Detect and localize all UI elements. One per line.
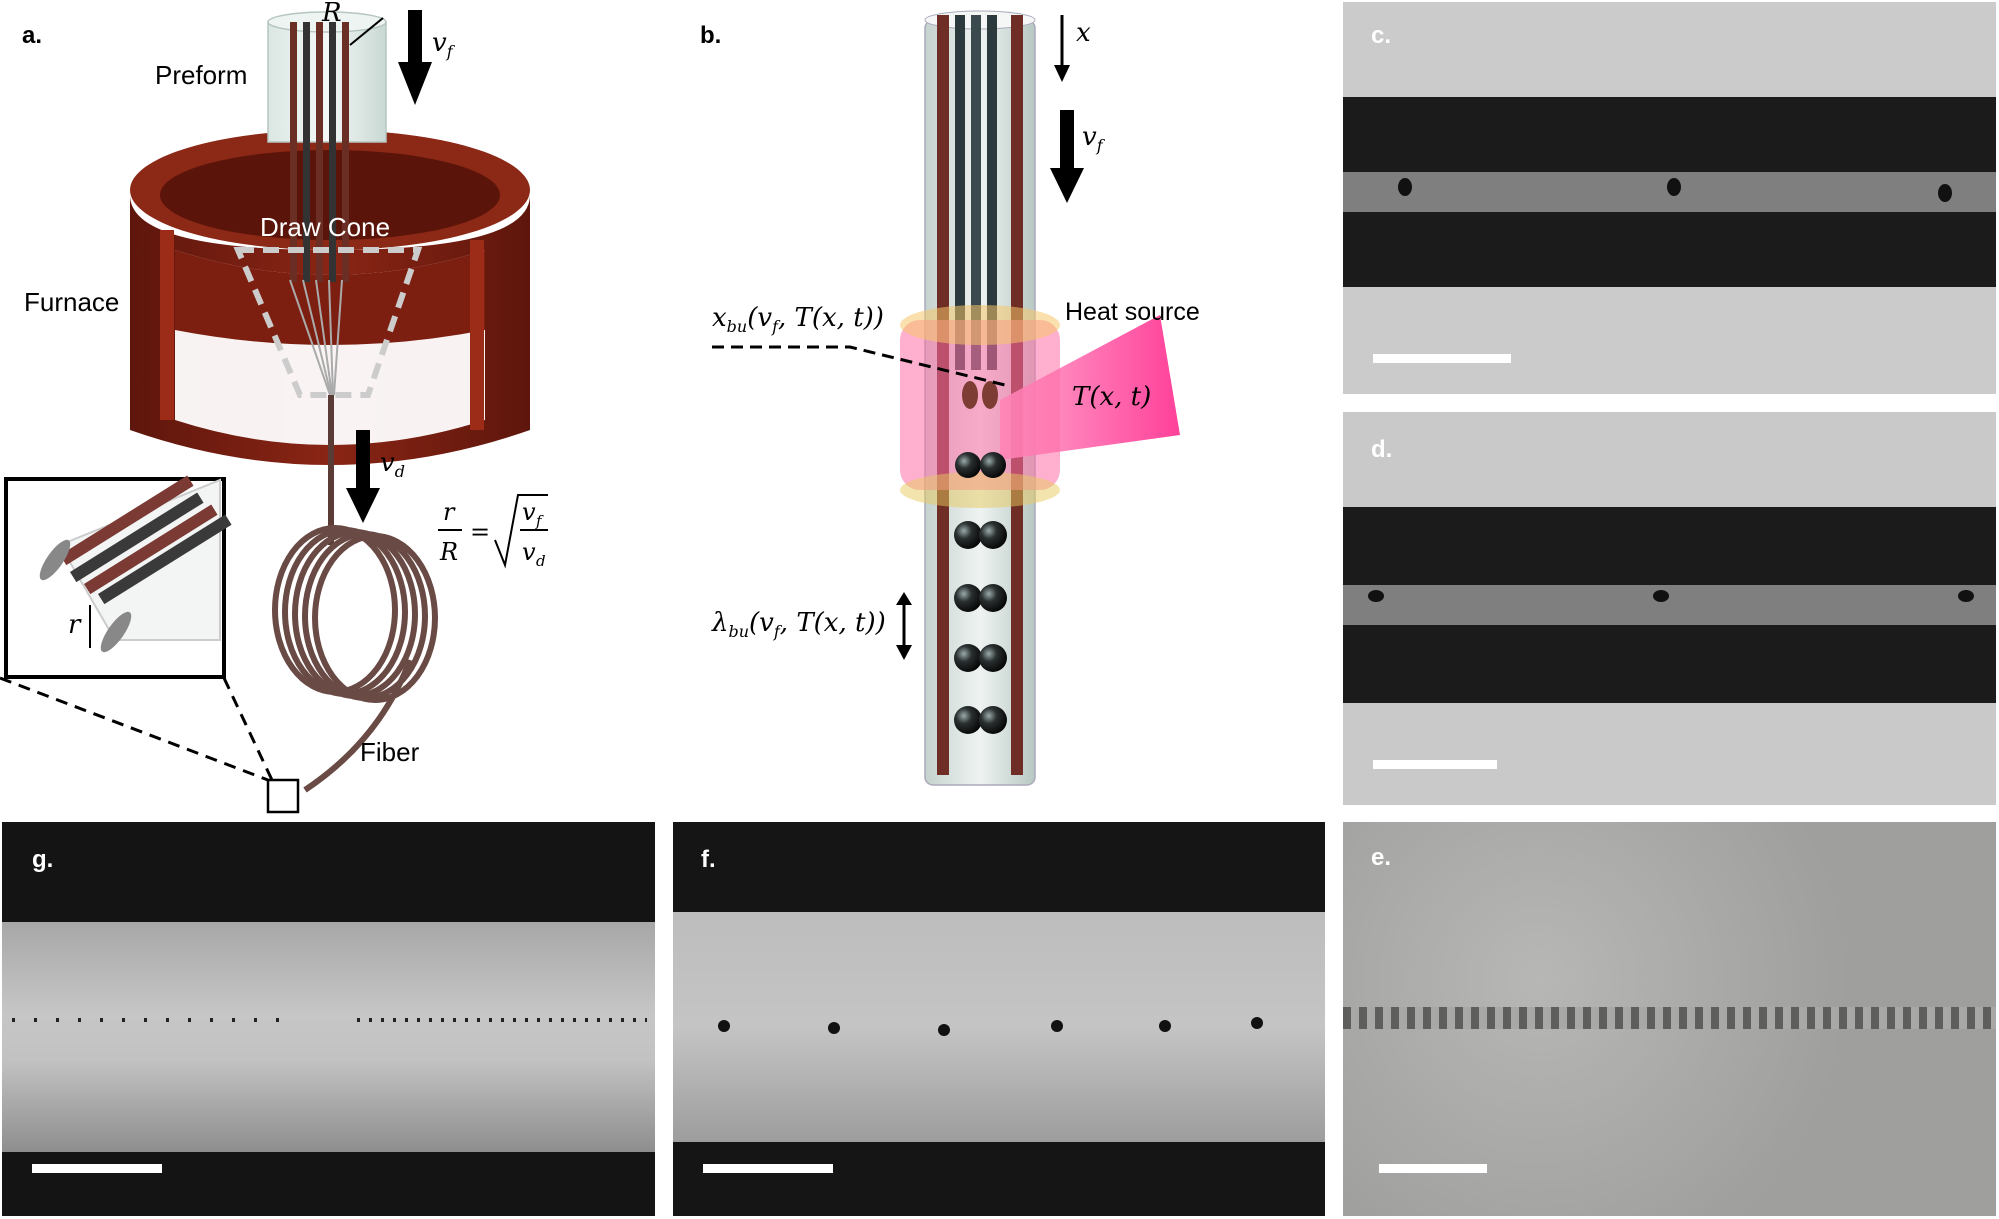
label-lambda-bu: λbu(vf, T(x, t))	[712, 608, 886, 642]
panel-label-d: d.	[1371, 436, 1393, 463]
sphere	[1251, 1017, 1263, 1029]
sphere	[1938, 184, 1952, 202]
sphere-chain	[357, 1018, 647, 1022]
sphere	[828, 1022, 840, 1034]
svg-text:v: v	[522, 538, 536, 566]
sphere	[718, 1020, 730, 1032]
panel-label-c: c.	[1371, 22, 1392, 49]
label-vd-a: vd	[380, 448, 405, 482]
panel-label-f: f.	[701, 846, 716, 873]
sphere	[1667, 178, 1681, 196]
label-fiber: Fiber	[360, 737, 420, 767]
micrograph-d: d.	[1343, 412, 1996, 805]
panel-label-e: e.	[1371, 844, 1392, 871]
label-x: x	[1076, 18, 1091, 48]
heat-zone	[900, 320, 1060, 490]
panel-label-g: g.	[32, 846, 54, 873]
arrow-vf-b	[1050, 110, 1084, 203]
panel-label-b: b.	[700, 22, 722, 49]
arrow-lambda	[896, 592, 912, 660]
label-draw-cone: Draw Cone	[260, 212, 391, 242]
svg-text:R: R	[439, 538, 458, 566]
preform	[267, 21, 387, 143]
svg-text:v: v	[522, 498, 536, 526]
sphere-pair	[1653, 590, 1669, 602]
preform-rods	[290, 22, 349, 282]
label-x-bu: xbu(vf, T(x, t))	[712, 303, 884, 337]
svg-text:f: f	[535, 512, 544, 530]
scale-bar-g	[32, 1164, 162, 1173]
periodic-structure	[1343, 1007, 1996, 1029]
scale-bar-f	[703, 1164, 833, 1173]
fiber-coil	[272, 525, 438, 703]
fiber-tip-box	[266, 778, 300, 814]
draw-cone-outline	[233, 247, 423, 398]
micrograph-f: f.	[673, 822, 1325, 1216]
scale-bar-d	[1373, 760, 1497, 769]
sphere	[1051, 1020, 1063, 1032]
sphere	[1398, 178, 1412, 196]
sphere-pair	[1958, 590, 1974, 602]
label-r: r	[68, 610, 81, 640]
inset-fiber-cross-section	[39, 475, 232, 653]
scale-bar-e	[1379, 1164, 1487, 1173]
scale-bar-c	[1373, 354, 1511, 363]
label-heat-source: Heat source	[1065, 298, 1200, 326]
arrow-x	[1054, 15, 1070, 82]
arrow-vd	[346, 430, 380, 523]
sphere	[1159, 1020, 1171, 1032]
svg-text:d: d	[536, 552, 546, 570]
sphere-rows	[954, 521, 1007, 734]
label-furnace: Furnace	[24, 287, 120, 317]
sphere-pair	[1368, 590, 1384, 602]
svg-text:=: =	[470, 518, 490, 546]
sphere-chain	[12, 1018, 292, 1022]
arrow-vf	[398, 10, 432, 105]
panel-label-a: a.	[22, 22, 43, 49]
label-vf-a: vf	[432, 28, 453, 62]
label-R: R	[322, 0, 342, 28]
label-preform: Preform	[155, 60, 248, 90]
drawn-fiber	[328, 395, 334, 545]
micrograph-g: g.	[2, 822, 655, 1216]
label-temperature: T(x, t)	[1072, 382, 1152, 412]
sphere	[938, 1024, 950, 1036]
breakup-schematic	[712, 10, 1180, 786]
label-vf-b: vf	[1082, 122, 1103, 156]
micrograph-e: e.	[1343, 822, 1996, 1216]
svg-text:r: r	[443, 498, 456, 526]
micrograph-c: c.	[1343, 2, 1996, 394]
